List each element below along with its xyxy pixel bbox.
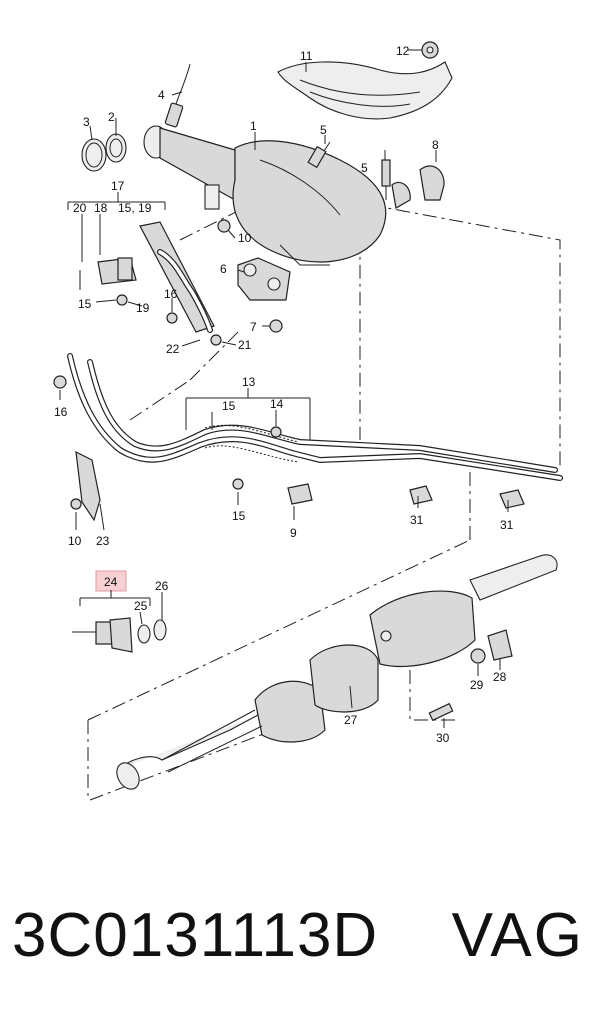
- lower-assembly-outline: [87, 470, 471, 801]
- callout-31-right: 31: [500, 518, 514, 532]
- brand-name: VAG: [451, 901, 584, 970]
- callout-4: 4: [158, 88, 165, 102]
- callout-6: 6: [220, 262, 227, 276]
- rear-silencer-assembly: [116, 554, 558, 790]
- callout-25: 25: [134, 599, 148, 613]
- pressure-sensor-group: [79, 221, 222, 346]
- callout-5-lower: 5: [361, 161, 368, 175]
- callout-24: 24: [104, 575, 118, 589]
- callout-10-upper: 10: [238, 231, 252, 245]
- callout-9: 9: [290, 526, 297, 540]
- pressure-pipes: [67, 353, 563, 481]
- callout-31-left: 31: [410, 513, 424, 527]
- temperature-sensor-lower: [381, 159, 391, 200]
- catalytic-converter: [143, 125, 387, 266]
- callout-16-upper: 16: [164, 287, 178, 301]
- rubber-mount-29: [470, 648, 486, 664]
- nut-10-upper: [217, 219, 231, 233]
- callout-28: 28: [493, 670, 507, 684]
- callout-14: 14: [270, 397, 284, 411]
- callout-26: 26: [155, 579, 169, 593]
- leader-lines: [59, 49, 509, 728]
- callout-7: 7: [250, 320, 257, 334]
- callout-20: 20: [73, 201, 87, 215]
- callout-3: 3: [83, 115, 90, 129]
- gasket-2: [105, 133, 127, 163]
- callout-1: 1: [250, 119, 257, 133]
- callout-11: 11: [300, 49, 313, 63]
- callout-16-lower: 16: [54, 405, 68, 419]
- clip-9: [287, 483, 313, 505]
- callout-15-19: 15, 19: [118, 201, 152, 215]
- exhaust-parts-diagram: 1 2 3 4 5 5 6 7 8 9 10 10 11 12 13 14 15…: [53, 41, 563, 801]
- callout-12: 12: [396, 44, 410, 58]
- sensor-30: [428, 702, 454, 722]
- callout-13: 13: [242, 375, 256, 389]
- callout-5-upper: 5: [320, 123, 327, 137]
- callout-2: 2: [108, 110, 115, 124]
- lambda-sensor: [164, 63, 191, 128]
- callout-10-lower: 10: [68, 534, 82, 548]
- callout-21: 21: [238, 338, 252, 352]
- bracket-31-left: [409, 485, 433, 505]
- callout-17: 17: [111, 179, 125, 193]
- grommet-12: [421, 41, 439, 59]
- hanger-bracket-8: [391, 165, 445, 209]
- nut-7: [269, 319, 283, 333]
- temperature-sensor-upper: [307, 141, 331, 169]
- callout-15-left: 15: [78, 297, 92, 311]
- callout-23: 23: [96, 534, 110, 548]
- callout-22: 22: [166, 342, 180, 356]
- callout-29: 29: [470, 678, 484, 692]
- hose-clip-15: [232, 478, 244, 490]
- nut-16-lower: [53, 375, 67, 389]
- callout-18: 18: [94, 201, 108, 215]
- bracket-23: [70, 450, 101, 522]
- sensor-24: [72, 617, 133, 653]
- seal-25: [137, 624, 151, 644]
- callout-8: 8: [432, 138, 439, 152]
- callout-30: 30: [436, 731, 450, 745]
- callout-27: 27: [344, 713, 358, 727]
- rubber-mount-28: [487, 629, 513, 661]
- callout-15-clip: 15: [232, 509, 246, 523]
- callout-19: 19: [136, 301, 150, 315]
- clamp-3: [81, 138, 107, 172]
- hose-clip-14: [270, 426, 282, 438]
- part-number: 3C0131113D: [12, 901, 379, 970]
- clamp-26: [153, 619, 167, 641]
- bracket-31-right: [499, 489, 525, 509]
- heat-shield: [277, 61, 453, 120]
- callout-15-pipe: 15: [222, 399, 236, 413]
- mount-6: [237, 257, 291, 301]
